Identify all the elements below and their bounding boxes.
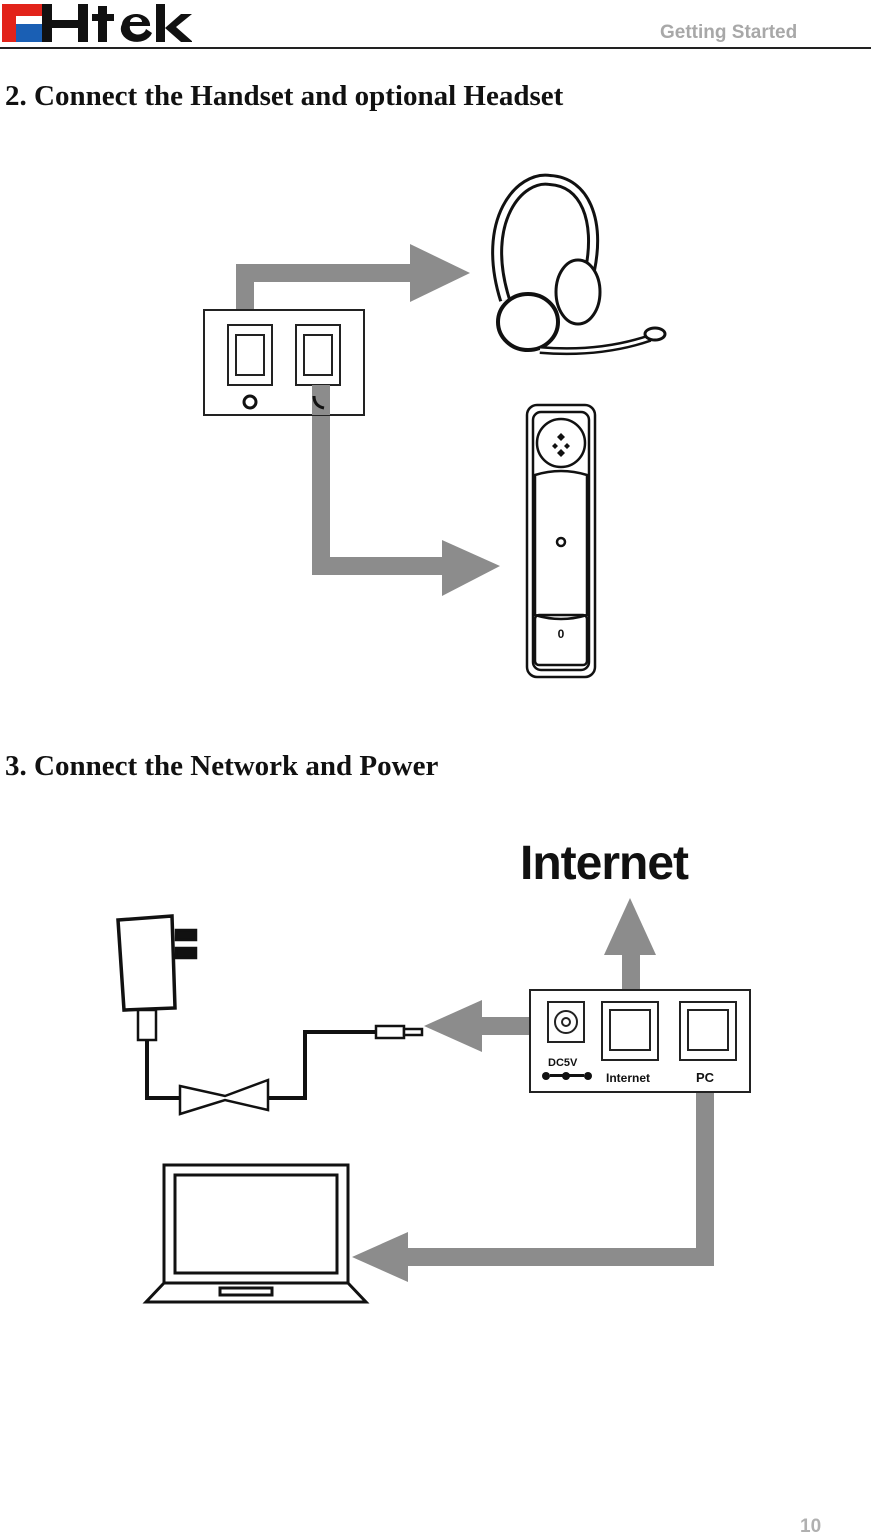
headset-icon <box>491 173 667 356</box>
section-2-title: 2. Connect the Handset and optional Head… <box>5 80 564 112</box>
power-adapter-icon <box>116 914 424 1116</box>
headset-port-icon <box>242 394 258 410</box>
dc-symbol <box>542 1072 592 1080</box>
section-3-title: 3. Connect the Network and Power <box>5 750 439 782</box>
laptop-icon <box>142 1163 370 1304</box>
header-section-title: Getting Started <box>660 22 798 43</box>
handset-headset-diagram: 0 <box>203 173 667 679</box>
pc-port-label: PC <box>696 1070 715 1085</box>
dc-port-label: DC5V <box>548 1057 578 1069</box>
svg-text:0: 0 <box>558 627 565 641</box>
handset-arrow <box>312 400 500 596</box>
page-number: 10 <box>800 1516 822 1537</box>
network-power-diagram: DC5V Internet PC <box>116 898 751 1304</box>
handset-icon: 0 <box>525 403 597 679</box>
handset-port-icon <box>312 395 325 410</box>
page-header: Getting Started <box>0 0 871 50</box>
internet-arrow <box>604 898 656 1005</box>
internet-label: Internet <box>520 837 689 890</box>
port-panel <box>203 309 365 416</box>
internet-port-label: Internet <box>606 1071 650 1085</box>
htek-logo <box>2 4 192 42</box>
pc-arrow <box>352 1090 714 1282</box>
power-arrow <box>424 1000 542 1052</box>
header-divider <box>0 47 871 49</box>
